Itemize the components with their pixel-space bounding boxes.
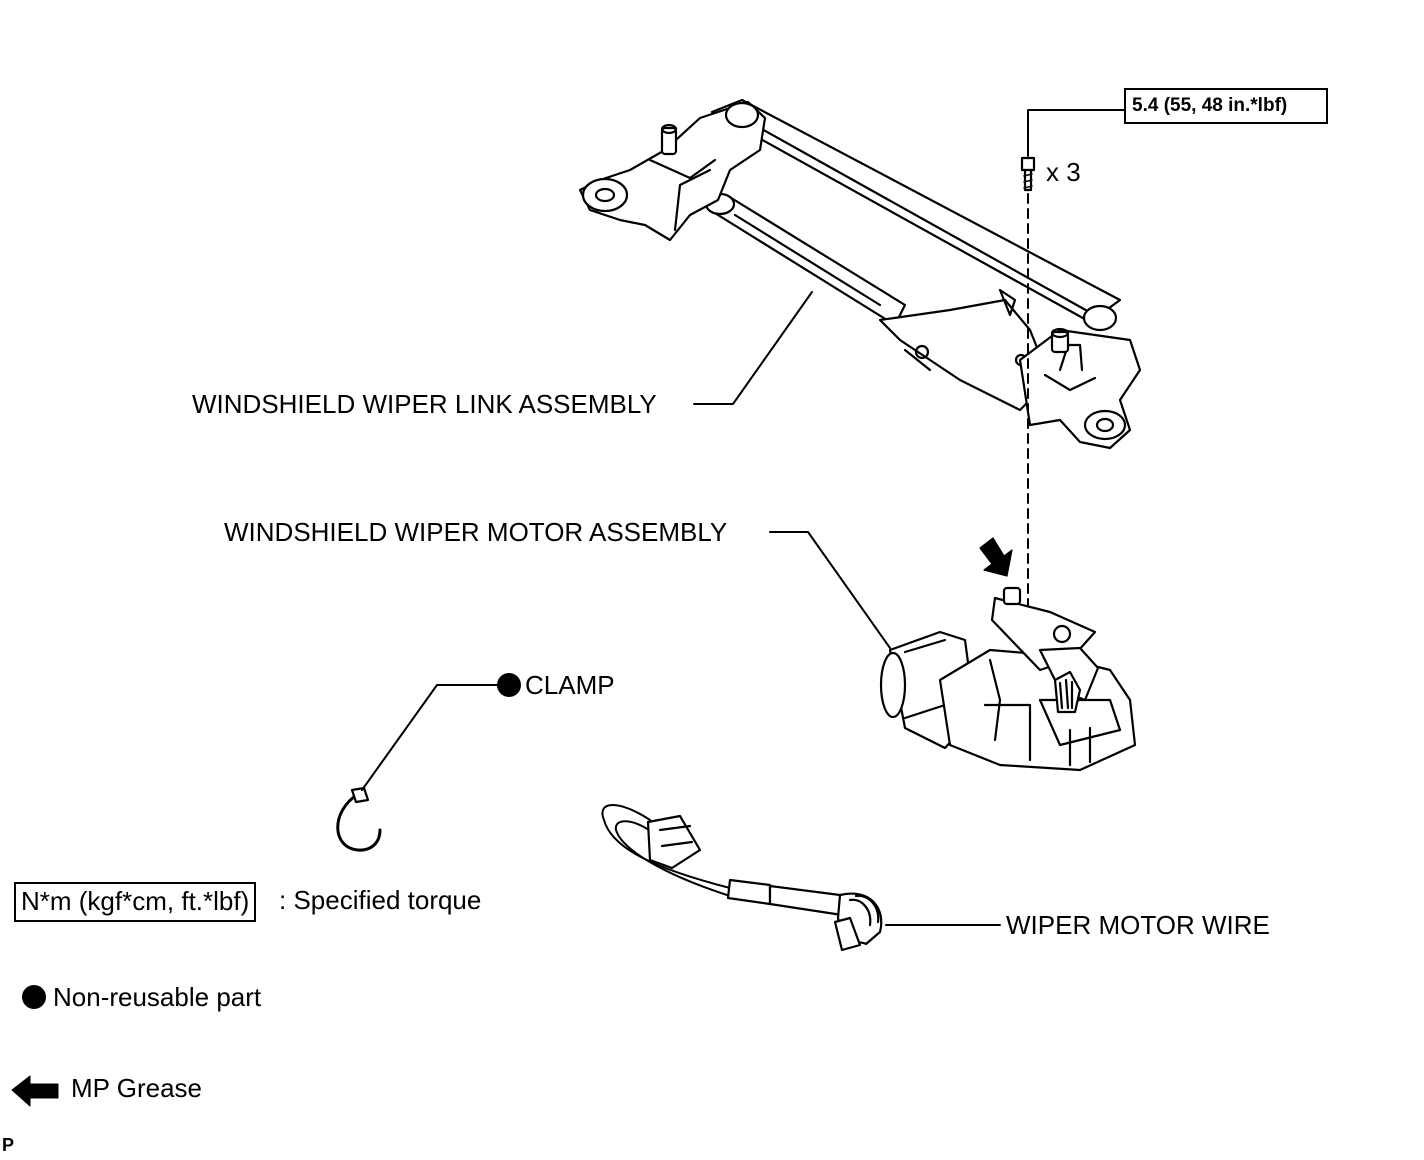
motor-assembly-label: WINDSHIELD WIPER MOTOR ASSEMBLY	[224, 517, 728, 547]
link-leader-line	[693, 291, 813, 405]
bolt-quantity-label: x 3	[1046, 157, 1081, 187]
clamp-label: CLAMP	[525, 670, 615, 700]
torque-leader-line	[1027, 109, 1125, 157]
grease-point-arrow	[979, 537, 1013, 577]
torque-legend-desc: : Specified torque	[279, 885, 482, 915]
torque-spec-box: 5.4 (55, 48 in.*lbf)	[1124, 88, 1328, 124]
clamp-part	[336, 786, 382, 852]
torque-legend-box: N*m (kgf*cm, ft.*lbf)	[14, 882, 257, 922]
clamp-leader-line	[361, 684, 499, 791]
grease-legend-label: MP Grease	[71, 1073, 203, 1103]
grease-arrow-icon	[11, 1075, 59, 1107]
motor-leader-line	[769, 531, 891, 649]
non-reusable-legend-label: Non-reusable part	[53, 982, 262, 1012]
wiper-motor-wire-label: WIPER MOTOR WIRE	[1006, 910, 1270, 940]
non-reusable-dot-icon	[22, 985, 46, 1009]
wiper-motor-assembly	[879, 586, 1137, 772]
corner-mark: P	[2, 1135, 15, 1155]
link-assembly-label: WINDSHIELD WIPER LINK ASSEMBLY	[192, 389, 657, 419]
non-reusable-dot-icon	[497, 673, 521, 697]
wiper-motor-wire	[601, 804, 883, 952]
bolt-icon	[1020, 156, 1036, 192]
wiper-link-assembly	[578, 98, 1142, 450]
